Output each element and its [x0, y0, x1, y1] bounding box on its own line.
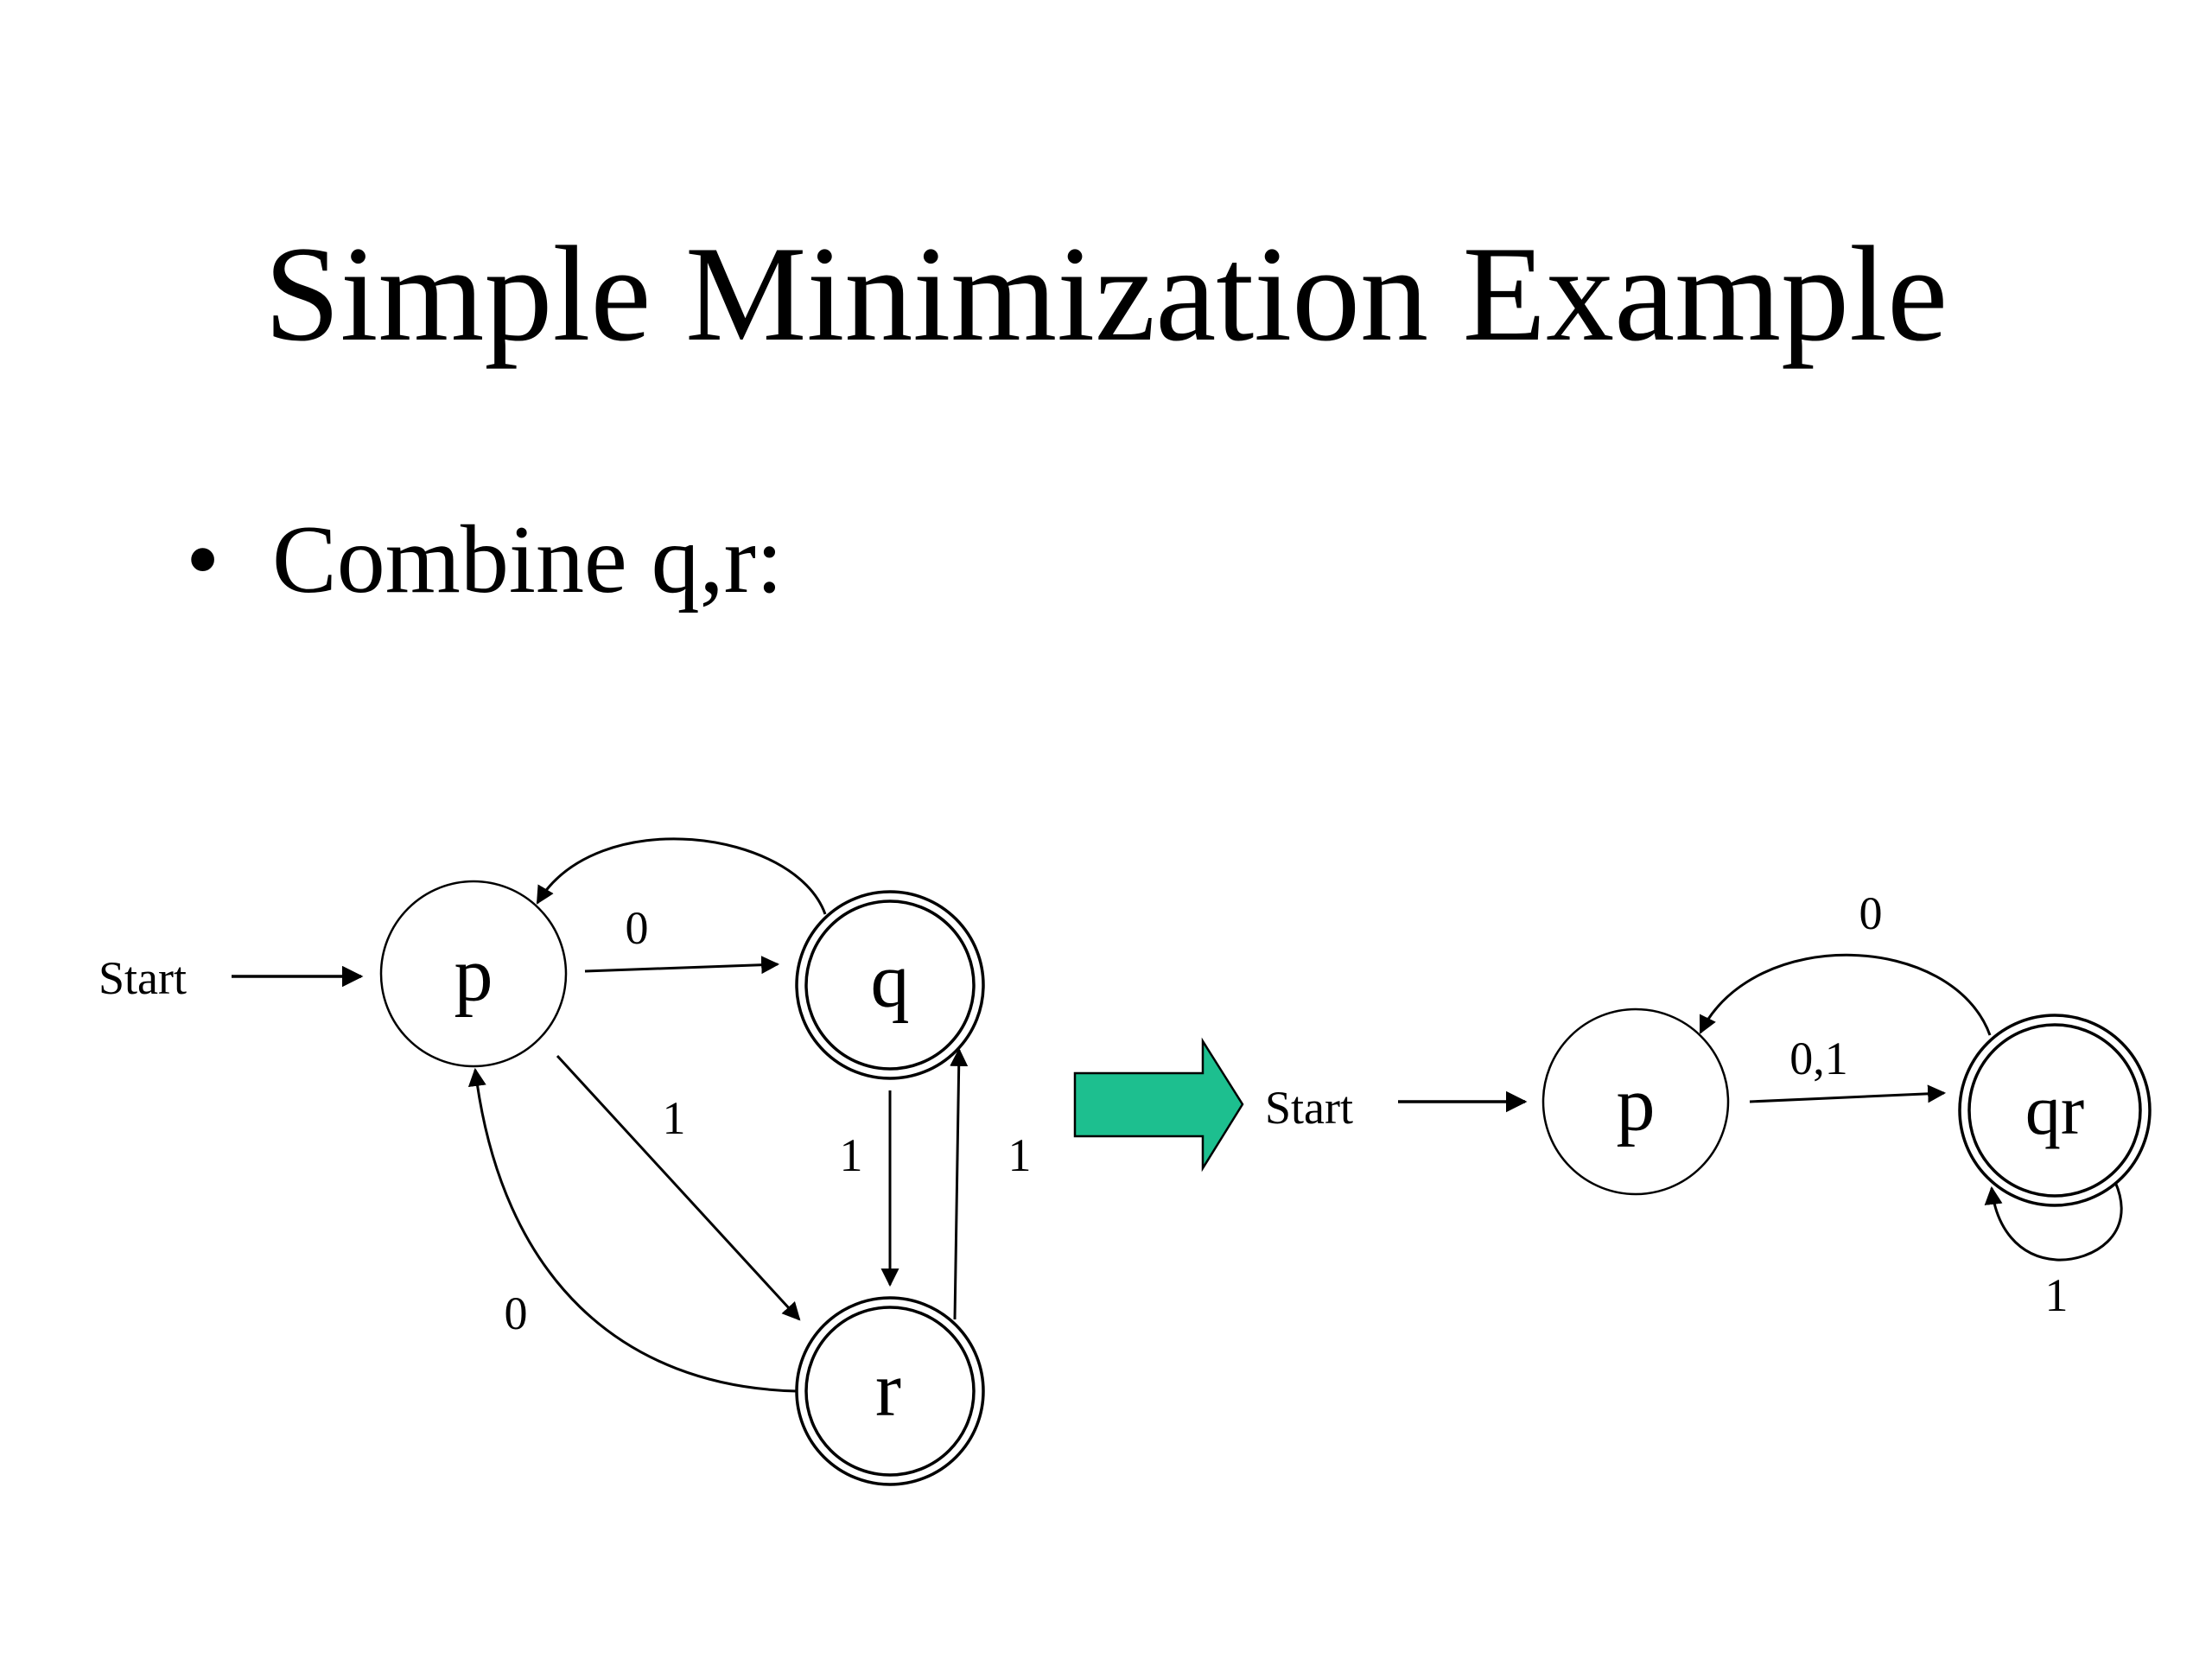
original-edge-p-q [584, 956, 780, 975]
original-edge-p-q-label: 0 [626, 902, 649, 954]
minimized-state-qr-outer [1958, 1014, 2152, 1207]
minimized-dfa: Start p qr 0,1 0 1 [1265, 887, 2152, 1321]
minimized-edge-qr-self-label: 1 [2045, 1269, 2069, 1321]
original-state-p-label: p [454, 932, 493, 1018]
minimized-edge-p-qr [1749, 1084, 1947, 1103]
original-edge-p-r [556, 1054, 801, 1321]
minimized-state-p-label: p [1617, 1062, 1656, 1147]
original-edge-r-p-label: 0 [505, 1287, 528, 1339]
slide-title: Simple Minimization Example [264, 219, 1948, 370]
minimized-start-label: Start [1265, 1082, 1353, 1134]
minimized-state-qr-inner [1967, 1023, 2142, 1198]
original-edge-q-r-label: 1 [840, 1129, 863, 1181]
original-edge-q-p [536, 837, 827, 915]
original-dfa: Start p q r 0 1 1 1 0 [99, 837, 1032, 1486]
bullet-symbol: • [186, 506, 220, 613]
original-edge-r-q [950, 1047, 969, 1320]
bullet-item: •Combine q,r: [186, 512, 783, 608]
original-state-q-outer [795, 890, 985, 1080]
original-state-q-inner [804, 899, 976, 1071]
original-edge-r-q-label: 1 [1008, 1129, 1032, 1181]
minimized-state-qr-label: qr [2025, 1071, 2084, 1149]
bullet-text: Combine q,r: [272, 506, 784, 613]
transformation-arrow [1073, 1037, 1244, 1173]
minimized-edge-qr-self [1984, 1181, 2123, 1262]
original-state-r-label: r [875, 1347, 901, 1433]
original-edge-r-p [467, 1067, 798, 1393]
original-start-label: Start [99, 952, 187, 1004]
original-state-p [379, 880, 568, 1068]
original-state-q-label: q [871, 938, 910, 1024]
minimized-edge-qr-p [1699, 953, 1992, 1036]
minimized-edge-p-qr-label: 0,1 [1789, 1033, 1848, 1084]
minimized-edge-qr-p-label: 0 [1859, 887, 1883, 939]
minimized-state-p [1541, 1007, 1730, 1196]
original-state-r-inner [804, 1306, 976, 1477]
original-edge-p-r-label: 1 [663, 1092, 686, 1144]
